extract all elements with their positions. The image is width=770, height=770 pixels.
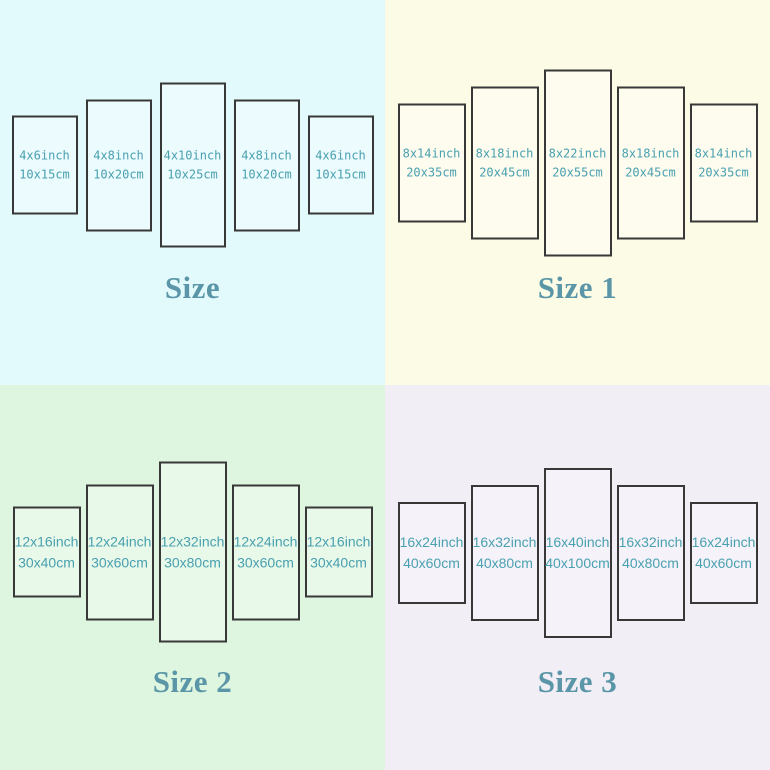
quadrant-size-3: 16x24inch 40x60cm 16x32inch 40x80cm 16x4… <box>385 385 770 770</box>
panel-size-cm: 30x60cm <box>237 554 294 570</box>
panel-size-inch: 4x6inch <box>315 148 366 163</box>
panel-size-label: 4x6inch 10x15cm <box>19 146 70 183</box>
panel-size-label: 8x14inch 20x35cm <box>695 144 753 181</box>
panel-size-inch: 12x32inch <box>160 533 225 549</box>
panel-size-label: 8x14inch 20x35cm <box>403 144 461 181</box>
panel-size-inch: 4x8inch <box>93 148 144 163</box>
panel-size-label: 4x10inch 10x25cm <box>164 146 222 183</box>
panel-size-label: 16x40inch 40x100cm <box>545 532 610 574</box>
panel-size-label: 8x18inch 20x45cm <box>476 144 534 181</box>
canvas-panel: 16x32inch 40x80cm <box>616 485 685 621</box>
canvas-panel: 4x6inch 10x15cm <box>307 115 374 215</box>
panel-size-label: 12x32inch 30x80cm <box>161 531 225 573</box>
panel-size-inch: 12x16inch <box>14 533 79 549</box>
canvas-panel: 16x32inch 40x80cm <box>470 485 539 621</box>
panel-size-cm: 40x60cm <box>695 555 752 571</box>
quadrant-size-2: 12x16inch 30x40cm 12x24inch 30x60cm 12x3… <box>0 385 385 770</box>
panel-size-inch: 8x14inch <box>694 146 753 161</box>
panel-size-label: 12x16inch 30x40cm <box>15 531 79 573</box>
quadrant-title: Size 2 <box>152 664 233 699</box>
canvas-panel: 4x6inch 10x15cm <box>11 115 78 215</box>
panel-size-inch: 16x24inch <box>399 534 464 550</box>
canvas-panel: 12x16inch 30x40cm <box>12 506 81 598</box>
panel-size-cm: 20x45cm <box>625 165 676 179</box>
panel-size-inch: 16x24inch <box>691 534 756 550</box>
quadrant-size-1: 8x14inch 20x35cm 8x18inch 20x45cm 8x22in… <box>385 0 770 385</box>
panel-size-cm: 40x80cm <box>622 555 679 571</box>
panel-size-inch: 12x24inch <box>87 533 152 549</box>
panel-size-cm: 40x80cm <box>476 555 533 571</box>
canvas-panel: 4x8inch 10x20cm <box>233 99 300 231</box>
canvas-panel: 12x32inch 30x80cm <box>158 461 227 643</box>
canvas-panel: 8x14inch 20x35cm <box>689 103 758 223</box>
panel-size-label: 12x16inch 30x40cm <box>307 531 371 573</box>
panel-size-inch: 4x6inch <box>19 148 70 163</box>
canvas-panel: 4x10inch 10x25cm <box>159 82 226 248</box>
canvas-panel: 8x18inch 20x45cm <box>470 86 539 240</box>
canvas-panel: 12x24inch 30x60cm <box>231 484 300 620</box>
panel-size-cm: 10x15cm <box>19 167 70 181</box>
panel-size-inch: 16x40inch <box>545 534 610 550</box>
panel-size-inch: 8x18inch <box>621 146 680 161</box>
panel-size-label: 16x32inch 40x80cm <box>619 532 683 574</box>
panel-size-inch: 4x10inch <box>163 148 222 163</box>
panel-size-inch: 12x24inch <box>233 533 298 549</box>
panel-strip: 8x14inch 20x35cm 8x18inch 20x45cm 8x22in… <box>385 69 770 257</box>
quadrant-title: Size <box>164 270 221 305</box>
panel-size-label: 4x8inch 10x20cm <box>241 146 292 183</box>
canvas-panel: 12x24inch 30x60cm <box>85 484 154 620</box>
panel-size-label: 4x6inch 10x15cm <box>315 146 366 183</box>
panel-strip: 4x6inch 10x15cm 4x8inch 10x20cm 4x10inch… <box>0 82 385 248</box>
panel-size-label: 16x24inch 40x60cm <box>692 532 756 574</box>
panel-size-cm: 30x40cm <box>310 554 367 570</box>
panel-size-cm: 40x60cm <box>403 555 460 571</box>
panel-size-inch: 8x22inch <box>548 146 607 161</box>
panel-size-label: 16x32inch 40x80cm <box>473 532 537 574</box>
panel-size-label: 16x24inch 40x60cm <box>400 532 464 574</box>
quadrant-title: Size 3 <box>537 664 618 699</box>
panel-size-cm: 10x15cm <box>315 167 366 181</box>
panel-size-inch: 4x8inch <box>241 148 292 163</box>
canvas-panel: 8x14inch 20x35cm <box>397 103 466 223</box>
panel-size-label: 12x24inch 30x60cm <box>88 531 152 573</box>
quadrant-title: Size 1 <box>537 270 618 305</box>
panel-size-inch: 8x18inch <box>475 146 534 161</box>
panel-size-cm: 40x100cm <box>545 555 610 571</box>
panel-size-label: 4x8inch 10x20cm <box>93 146 144 183</box>
panel-size-inch: 16x32inch <box>472 534 537 550</box>
panel-size-cm: 10x25cm <box>167 167 218 181</box>
panel-size-inch: 8x14inch <box>402 146 461 161</box>
quadrant-size: 4x6inch 10x15cm 4x8inch 10x20cm 4x10inch… <box>0 0 385 385</box>
canvas-panel: 12x16inch 30x40cm <box>304 506 373 598</box>
panel-size-inch: 12x16inch <box>306 533 371 549</box>
panel-size-cm: 20x45cm <box>479 165 530 179</box>
panel-strip: 16x24inch 40x60cm 16x32inch 40x80cm 16x4… <box>385 468 770 638</box>
canvas-panel: 8x18inch 20x45cm <box>616 86 685 240</box>
panel-strip: 12x16inch 30x40cm 12x24inch 30x60cm 12x3… <box>0 461 385 643</box>
canvas-panel: 16x40inch 40x100cm <box>543 468 612 638</box>
panel-size-label: 8x18inch 20x45cm <box>622 144 680 181</box>
panel-size-cm: 30x80cm <box>164 554 221 570</box>
panel-size-inch: 16x32inch <box>618 534 683 550</box>
canvas-panel: 16x24inch 40x60cm <box>397 502 466 604</box>
panel-size-cm: 20x55cm <box>552 165 603 179</box>
panel-size-cm: 10x20cm <box>93 167 144 181</box>
panel-size-cm: 30x60cm <box>91 554 148 570</box>
panel-size-label: 12x24inch 30x60cm <box>234 531 298 573</box>
panel-size-cm: 20x35cm <box>406 165 457 179</box>
canvas-panel: 16x24inch 40x60cm <box>689 502 758 604</box>
panel-size-cm: 10x20cm <box>241 167 292 181</box>
panel-size-cm: 30x40cm <box>18 554 75 570</box>
canvas-panel: 4x8inch 10x20cm <box>85 99 152 231</box>
panel-size-cm: 20x35cm <box>698 165 749 179</box>
panel-size-label: 8x22inch 20x55cm <box>549 144 607 181</box>
canvas-panel: 8x22inch 20x55cm <box>543 69 612 257</box>
